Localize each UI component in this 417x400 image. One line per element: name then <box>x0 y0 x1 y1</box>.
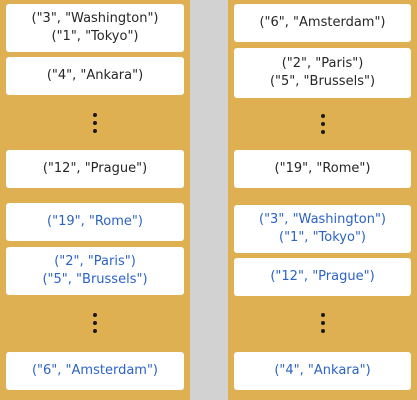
ellipsis-dot <box>93 129 97 133</box>
right-bottom-ellipsis <box>228 300 417 346</box>
cell-line: ("19", "Rome") <box>47 214 143 229</box>
ellipsis-dot <box>93 313 97 317</box>
right-top-ellipsis <box>228 102 417 146</box>
left-bottom-last-cell: ("6", "Amsterdam") <box>6 352 184 390</box>
ellipsis-dot <box>320 313 325 317</box>
left-top-ellipsis <box>0 100 190 146</box>
left-top-last-cell: ("12", "Prague") <box>6 150 184 188</box>
left-bottom-ellipsis <box>0 300 190 346</box>
left-bottom-cell-2: ("2", "Paris") ("5", "Brussels") <box>6 247 184 295</box>
cell-line: ("1", "Tokyo") <box>279 230 366 245</box>
cell-line: ("12", "Prague") <box>42 161 148 176</box>
left-top-cell-2: ("4", "Ankara") <box>6 57 184 95</box>
ellipsis-dot <box>320 329 325 333</box>
right-bottom-cell-2: ("12", "Prague") <box>234 258 411 296</box>
ellipsis-dot <box>320 122 325 126</box>
right-top-last-cell: ("19", "Rome") <box>234 150 411 188</box>
cell-line: ("2", "Paris") <box>54 254 136 269</box>
ellipsis-dot <box>93 321 97 325</box>
cell-line: ("3", "Washington") <box>259 212 386 227</box>
cell-line: ("3", "Washington") <box>31 11 159 26</box>
left-bottom-cell-1: ("19", "Rome") <box>6 203 184 241</box>
cell-line: ("6", "Amsterdam") <box>31 363 159 378</box>
left-top-cell-1: ("3", "Washington") ("1", "Tokyo") <box>6 4 184 52</box>
right-bottom-last-cell: ("4", "Ankara") <box>234 352 411 390</box>
left-column: ("3", "Washington") ("1", "Tokyo") ("4",… <box>0 0 190 400</box>
cell-line: ("2", "Paris") <box>281 56 364 71</box>
ellipsis-dot <box>93 329 97 333</box>
cell-line: ("6", "Amsterdam") <box>259 15 386 30</box>
right-bottom-cell-1: ("3", "Washington") ("1", "Tokyo") <box>234 205 411 253</box>
ellipsis-dot <box>320 321 325 325</box>
cell-line: ("4", "Ankara") <box>46 68 144 83</box>
cell-line: ("1", "Tokyo") <box>51 29 139 44</box>
cell-line: ("5", "Brussels") <box>42 272 148 287</box>
ellipsis-dot <box>93 121 97 125</box>
ellipsis-dot <box>320 114 325 118</box>
right-top-cell-1: ("6", "Amsterdam") <box>234 4 411 42</box>
cell-line: ("5", "Brussels") <box>269 74 376 89</box>
ellipsis-dot <box>93 113 97 117</box>
right-top-cell-2: ("2", "Paris") ("5", "Brussels") <box>234 48 411 98</box>
ellipsis-dot <box>320 130 325 134</box>
right-column: ("6", "Amsterdam") ("2", "Paris") ("5", … <box>228 0 417 400</box>
cell-line: ("4", "Ankara") <box>274 363 371 378</box>
cell-line: ("19", "Rome") <box>274 161 371 176</box>
cell-line: ("12", "Prague") <box>270 269 375 284</box>
